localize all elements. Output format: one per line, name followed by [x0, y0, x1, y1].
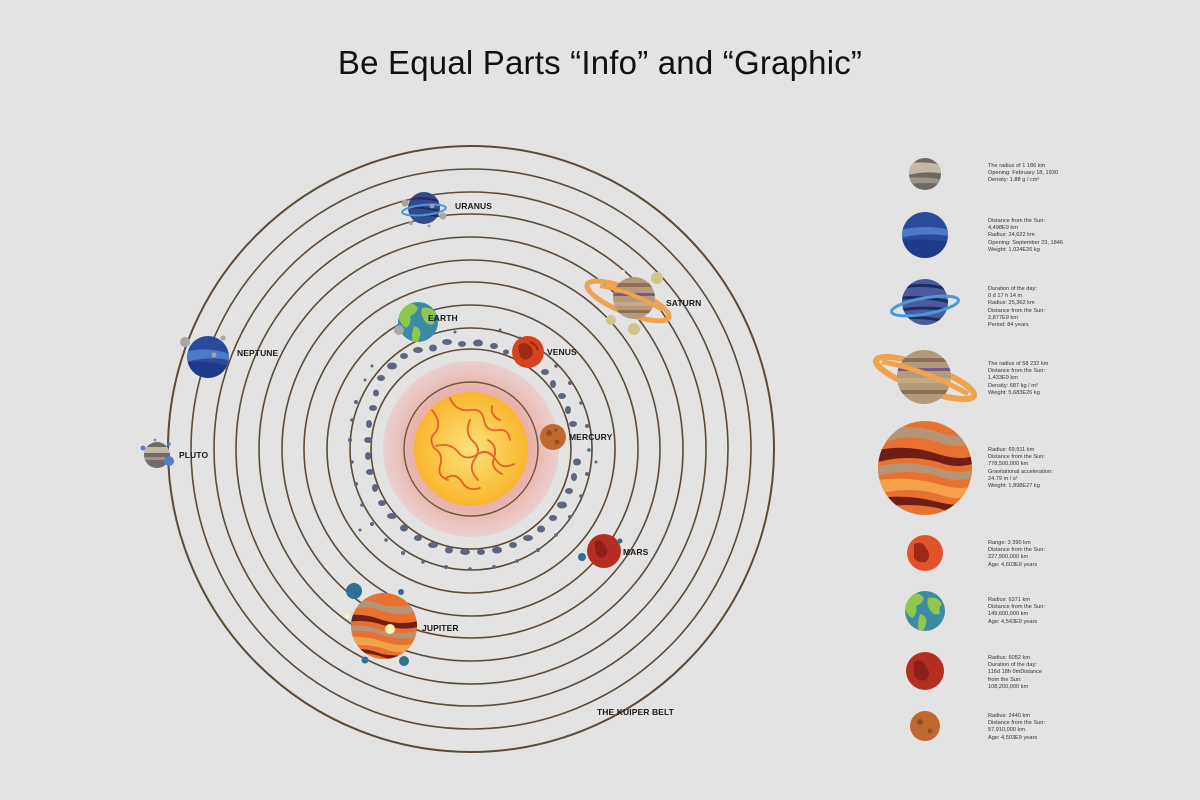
- legend-pluto-icon: [909, 158, 941, 190]
- info-mars: Range: 3 390 km Distance from the Sun: 2…: [988, 540, 1045, 568]
- orbit-ring: [190, 168, 752, 730]
- info-neptune: Distance from the Sun: 4,498E9 km Radius…: [988, 218, 1063, 253]
- legend-jupiter-icon: [878, 421, 972, 515]
- info-mercury: Radius: 2440 km Distance from the Sun: 5…: [988, 713, 1045, 741]
- neptune-label: NEPTUNE: [237, 348, 279, 358]
- saturn-label: SATURN: [666, 298, 701, 308]
- jupiter-icon: [344, 583, 417, 666]
- mercury-icon: [540, 424, 566, 450]
- mars-icon: [578, 534, 623, 568]
- sun-texture-icon: [430, 397, 515, 491]
- orbits: [167, 145, 775, 753]
- pluto-label: PLUTO: [179, 450, 208, 460]
- kuiper-belt-label: THE KUIPER BELT: [597, 707, 675, 717]
- legend-earth-icon: [905, 591, 945, 631]
- venus-label: VENUS: [547, 347, 577, 357]
- orbit-ring: [213, 191, 729, 707]
- mercury-label: MERCURY: [569, 432, 613, 442]
- info-uranus: Duration of the day: 0 d 17 h 14 m Radiu…: [988, 286, 1045, 329]
- info-venus: Radius: 6052 km Duration of the day: 116…: [988, 655, 1043, 690]
- earth-icon: [394, 302, 438, 342]
- legend-neptune-icon: [902, 212, 948, 258]
- legend-mars-icon: [907, 535, 943, 571]
- neptune-icon: [180, 335, 229, 378]
- earth-label: EARTH: [428, 313, 458, 323]
- orbit-ring: [281, 259, 661, 639]
- orbit-ring: [326, 304, 616, 594]
- pluto-icon: [140, 438, 174, 468]
- saturn-icon: [584, 270, 672, 335]
- orbit-ring: [303, 281, 639, 617]
- uranus-label: URANUS: [455, 201, 492, 211]
- orbit-ring: [370, 348, 572, 550]
- info-saturn: The radius of 58 232 km Distance from th…: [988, 361, 1049, 396]
- legend-mercury-icon: [910, 711, 940, 741]
- jupiter-label: JUPITER: [422, 623, 459, 633]
- legend-saturn-icon: [872, 350, 978, 404]
- legend-uranus-icon: [889, 279, 961, 325]
- mars-label: MARS: [623, 547, 649, 557]
- info-earth: Radius: 6371 km Distance from the Sun: 1…: [988, 597, 1045, 625]
- info-pluto: The radius of 1 186 km Opening: February…: [988, 163, 1058, 184]
- orbit-ring: [235, 213, 707, 685]
- orbit-ring: [258, 236, 684, 662]
- venus-icon: [512, 336, 544, 368]
- info-jupiter: Radius: 69,911 km Distance from the Sun:…: [988, 447, 1053, 490]
- legend-venus-icon: [906, 652, 944, 690]
- page-title: Be Equal Parts “Info” and “Graphic”: [337, 44, 863, 81]
- sun-orbit-ring: [403, 381, 539, 517]
